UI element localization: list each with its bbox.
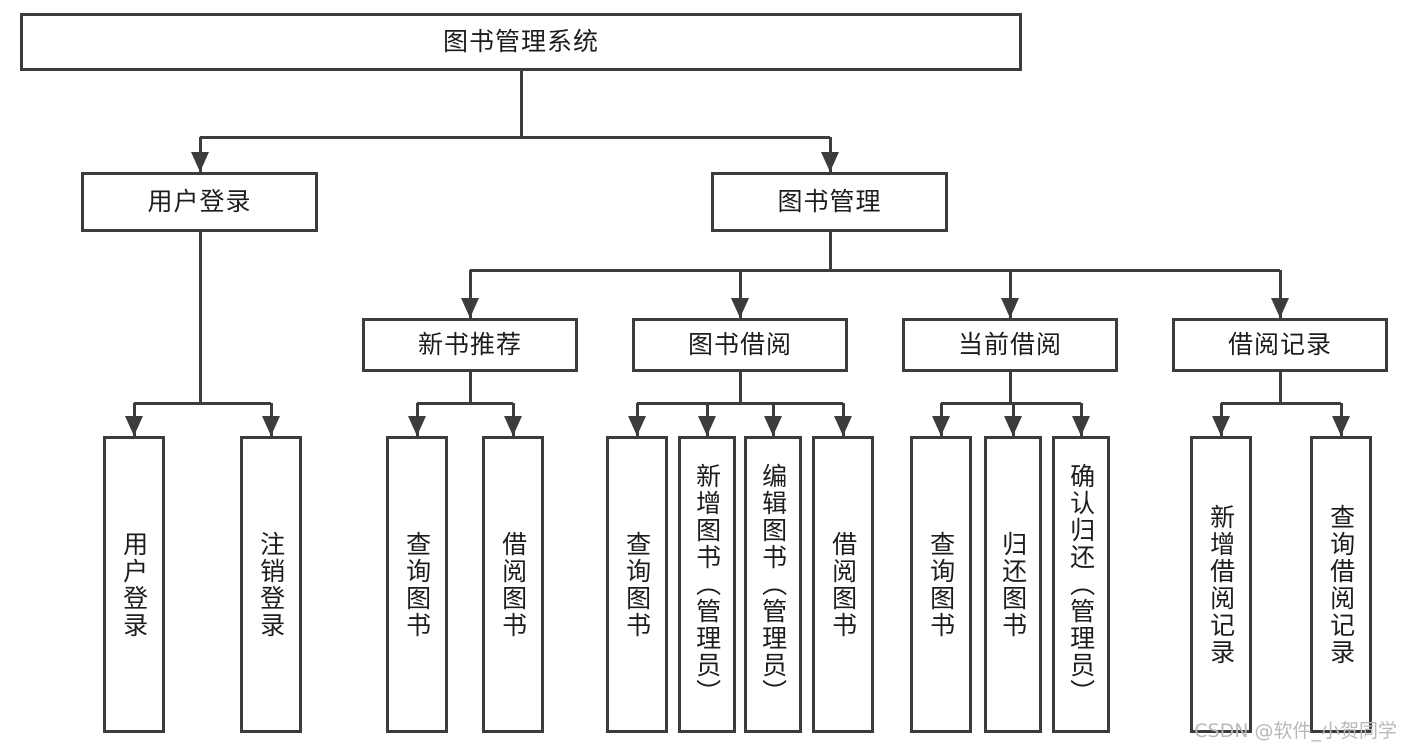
arrow-leaf-7: [834, 416, 852, 436]
arrow-leaf-2: [408, 416, 426, 436]
edge-to-level3-0: [469, 270, 472, 318]
arrow-leaf-4: [628, 416, 646, 436]
edge-root-stem: [520, 71, 523, 137]
node-level3-借阅记录: 借阅记录: [1172, 318, 1388, 372]
node-leaf-9: 归还图书: [984, 436, 1042, 733]
node-leaf-6: 编辑图书（管理员）: [744, 436, 802, 733]
arrow-leaf-9: [1004, 416, 1022, 436]
edge-借阅记录-leaf-bus: [1221, 402, 1341, 405]
node-leaf-12: 查询借阅记录: [1310, 436, 1372, 733]
arrow-leaf-5: [698, 416, 716, 436]
watermark-label: CSDN @软件_小贺同学: [1194, 720, 1397, 742]
arrow-leaf-10: [1072, 416, 1090, 436]
node-root: 图书管理系统: [20, 13, 1022, 71]
edge-level2-1-stem: [828, 232, 832, 270]
arrow-leaf-1: [262, 416, 280, 436]
edge-to-level3-2: [1009, 270, 1012, 318]
edge-to-level3-3: [1279, 270, 1282, 318]
arrow-leaf-12: [1332, 416, 1350, 436]
arrow-level3-1: [731, 298, 749, 318]
arrow-leaf-11: [1212, 416, 1230, 436]
edge-level2-bus: [199, 136, 830, 139]
edge-借阅记录-stem: [1279, 372, 1282, 403]
edge-当前借阅-stem: [1009, 372, 1012, 403]
node-leaf-7: 借阅图书: [812, 436, 874, 733]
node-leaf-10: 确认归还（管理员）: [1052, 436, 1110, 733]
edge-当前借阅-leaf-bus: [941, 402, 1081, 405]
edge-新书推荐-leaf-bus: [417, 402, 513, 405]
node-level2-图书管理: 图书管理: [711, 172, 948, 232]
edge-新书推荐-stem: [469, 372, 472, 403]
node-leaf-3: 借阅图书: [482, 436, 544, 733]
arrow-level3-0: [461, 298, 479, 318]
node-level3-当前借阅: 当前借阅: [902, 318, 1118, 372]
node-leaf-11: 新增借阅记录: [1190, 436, 1252, 733]
node-leaf-4: 查询图书: [606, 436, 668, 733]
node-leaf-5: 新增图书（管理员）: [678, 436, 736, 733]
edge-level3-bus: [470, 269, 1280, 272]
edge-用户登录-leaf-bus: [134, 402, 271, 405]
edge-图书借阅-stem: [739, 372, 742, 403]
arrow-level2-1: [820, 152, 839, 172]
node-leaf-8: 查询图书: [910, 436, 972, 733]
arrow-level3-3: [1271, 298, 1289, 318]
arrow-level2-0: [190, 152, 209, 172]
edge-图书借阅-leaf-bus: [637, 402, 843, 405]
node-level3-图书借阅: 图书借阅: [632, 318, 848, 372]
arrow-leaf-3: [504, 416, 522, 436]
arrow-leaf-8: [932, 416, 950, 436]
node-level3-新书推荐: 新书推荐: [362, 318, 578, 372]
edge-to-level3-1: [739, 270, 742, 318]
node-level2-用户登录: 用户登录: [81, 172, 318, 232]
node-leaf-1: 注销登录: [240, 436, 302, 733]
arrow-level3-2: [1001, 298, 1019, 318]
node-leaf-0: 用户登录: [103, 436, 165, 733]
edge-用户登录-stem: [198, 232, 202, 403]
arrow-leaf-0: [125, 416, 143, 436]
node-leaf-2: 查询图书: [386, 436, 448, 733]
arrow-leaf-6: [764, 416, 782, 436]
